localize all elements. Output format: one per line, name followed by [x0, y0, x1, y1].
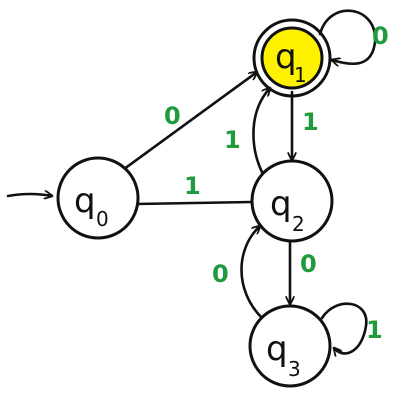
edge-label-q0-q2: 1 — [184, 172, 201, 200]
state-q2: q 2 — [250, 159, 334, 243]
state-q0-subscript: 0 — [96, 207, 109, 231]
state-q1: q 1 — [252, 18, 332, 98]
edge-label-q1-loop: 0 — [372, 22, 389, 50]
state-q2-label: q — [270, 184, 292, 224]
edge-label-q1-q2: 1 — [302, 108, 319, 136]
state-q3-subscript: 3 — [288, 357, 301, 381]
state-q1-subscript: 1 — [294, 63, 307, 87]
state-q0: q 0 — [56, 156, 140, 240]
edge-label-q3-q2: 0 — [212, 260, 229, 288]
edge-q0-q2 — [134, 200, 254, 206]
edge-label-q0-q1: 0 — [164, 102, 181, 130]
state-q2-subscript: 2 — [292, 212, 305, 236]
edge-label-q2-q3: 0 — [300, 250, 317, 278]
state-q1-label: q — [275, 37, 297, 77]
state-q3-label: q — [266, 329, 288, 369]
edge-q1-loop — [318, 9, 377, 64]
edge-label-q2-q1: 1 — [224, 126, 241, 154]
start-arrow — [6, 194, 52, 196]
state-q1-circle — [260, 26, 324, 90]
state-q0-label: q — [74, 181, 96, 221]
edge-q2-q1 — [252, 88, 270, 178]
edge-q3-loop — [320, 302, 368, 354]
edge-q0-q1 — [118, 72, 257, 174]
state-q1-accept-ring — [252, 18, 332, 98]
edge-q3-q2 — [240, 226, 264, 320]
state-q3: q 3 — [248, 304, 332, 388]
edge-label-q3-loop: 1 — [366, 316, 383, 344]
